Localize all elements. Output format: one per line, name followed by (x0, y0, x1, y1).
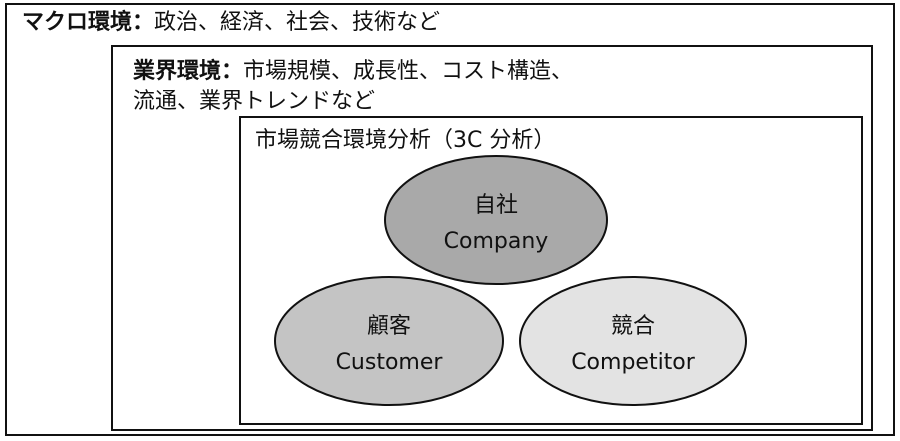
industry-environment-title: 業界環境： (133, 59, 244, 84)
customer-node: 顧客 Customer (274, 276, 504, 406)
customer-label-en: Customer (336, 350, 444, 375)
company-node: 自社 Company (384, 155, 608, 285)
competitor-label-en: Competitor (571, 350, 696, 375)
competitor-node: 競合 Competitor (519, 276, 747, 406)
industry-environment-items-line2: 流通、業界トレンドなど (133, 89, 376, 114)
customer-label-jp: 顧客 (367, 314, 411, 339)
competitor-label-jp: 競合 (611, 314, 655, 339)
industry-environment-items-line1: 市場規模、成長性、コスト構造、 (243, 59, 574, 84)
market-competition-title: 市場競合環境分析（3C 分析） (255, 128, 556, 153)
company-label-jp: 自社 (474, 193, 518, 218)
macro-environment-label: マクロ環境：政治、経済、社会、技術など (22, 8, 440, 38)
macro-environment-items: 政治、経済、社会、技術など (154, 10, 441, 35)
customer-ellipse (274, 276, 504, 406)
industry-environment-label: 業界環境：市場規模、成長性、コスト構造、 流通、業界トレンドなど (133, 57, 573, 117)
macro-environment-title: マクロ環境： (22, 10, 155, 35)
competitor-ellipse (519, 276, 747, 406)
company-ellipse (384, 155, 608, 285)
company-label-en: Company (444, 229, 549, 254)
